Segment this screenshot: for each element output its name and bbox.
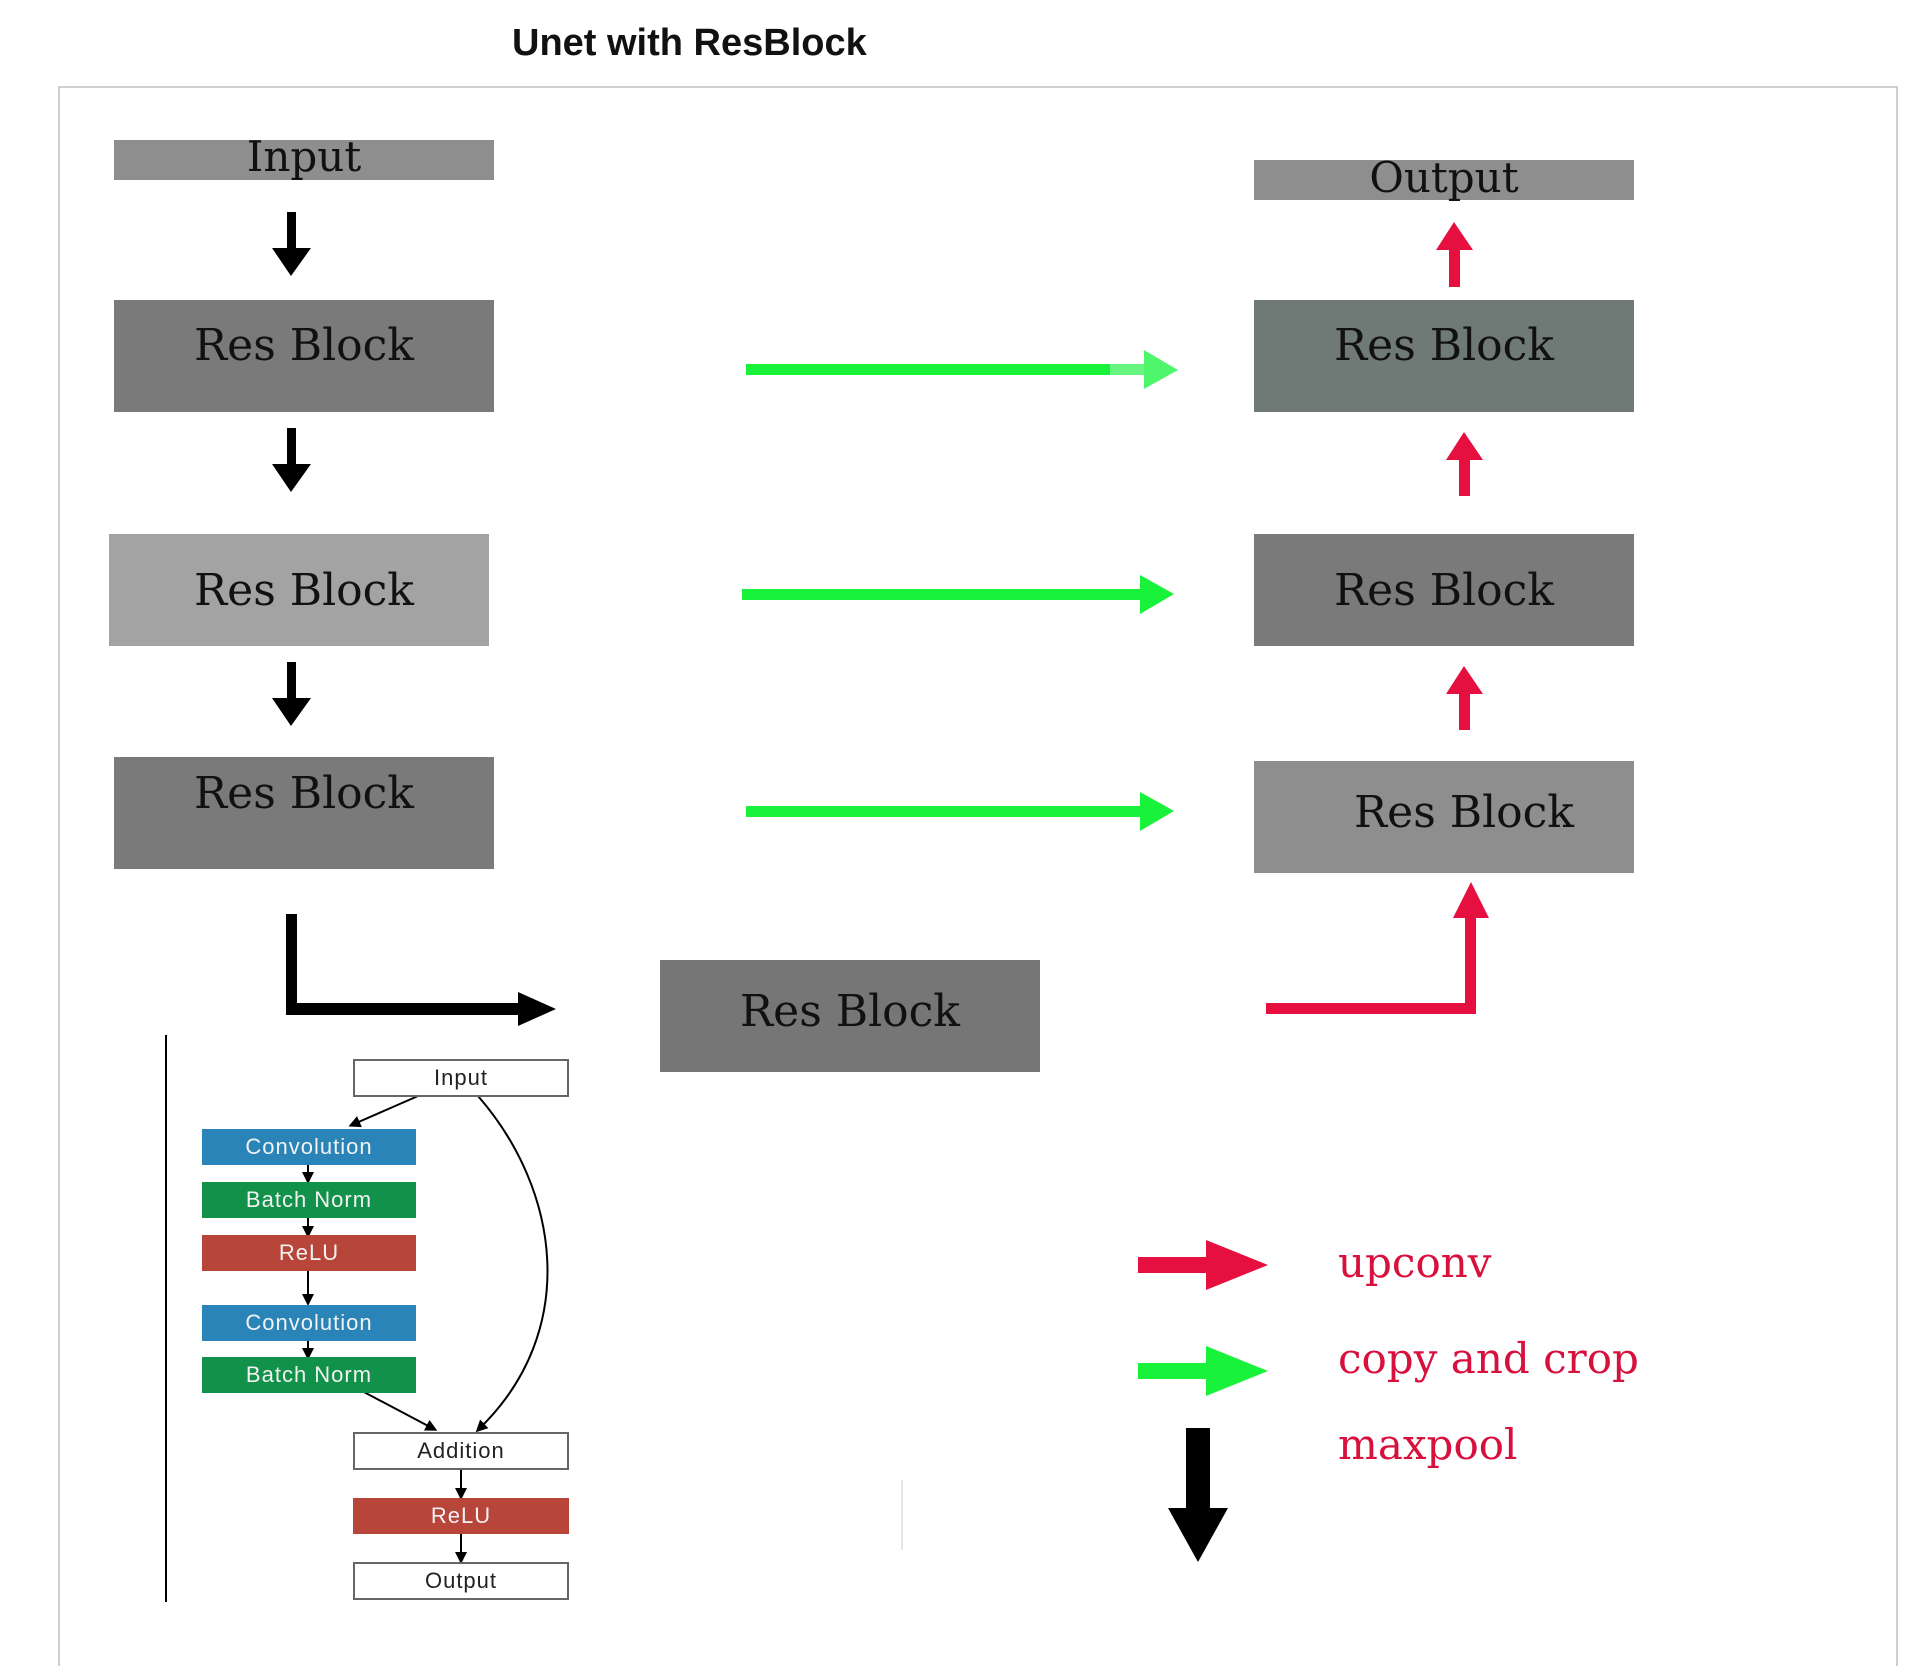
resblock-relu-2: ReLU [353, 1498, 569, 1534]
copy-crop-arrow-2 [742, 575, 1174, 614]
output-box: Output [1254, 153, 1634, 202]
diagram-frame [58, 86, 1898, 1666]
encoder-res-block-2: Res Block [109, 534, 489, 646]
legend-maxpool-label: maxpool [1338, 1420, 1518, 1469]
encoder-res-block-2-label: Res Block [194, 564, 414, 616]
bottleneck-res-block-label: Res Block [740, 985, 960, 1037]
resblock-convolution-1-label: Convolution [245, 1134, 373, 1159]
decoder-res-block-1-label: Res Block [1334, 319, 1554, 371]
resblock-batchnorm-1-label: Batch Norm [245, 1187, 373, 1212]
upconv-arrow-3 [1446, 666, 1483, 730]
decoder-res-block-3: Res Block [1254, 761, 1634, 873]
legend-maxpool-arrow [1168, 1428, 1228, 1562]
resblock-relu-1-label: ReLU [278, 1240, 340, 1265]
legend-upconv-arrow [1138, 1240, 1268, 1290]
output-label: Output [1369, 153, 1519, 202]
diagram-title: Unet with ResBlock [512, 22, 867, 64]
legend-copy-crop-label: copy and crop [1338, 1334, 1639, 1383]
input-label: Input [246, 132, 362, 181]
legend-copy-crop-arrow [1138, 1346, 1268, 1396]
resblock-convolution-2: Convolution [202, 1305, 416, 1341]
copy-crop-arrow-3 [746, 792, 1174, 831]
upconv-arrow-2 [1446, 432, 1483, 496]
decoder-res-block-3-label: Res Block [1354, 786, 1574, 838]
maxpool-arrow-3 [272, 662, 311, 726]
resblock-batchnorm-1: Batch Norm [202, 1182, 416, 1218]
resblock-input: Input [353, 1059, 569, 1097]
encoder-res-block-3-label: Res Block [194, 767, 414, 819]
upconv-arrow-output [1436, 222, 1473, 287]
resblock-batchnorm-2-label: Batch Norm [245, 1362, 373, 1387]
legend-upconv-label: upconv [1338, 1238, 1492, 1287]
copy-crop-arrow-1 [746, 350, 1178, 389]
resblock-relu-1: ReLU [202, 1235, 416, 1271]
upconv-elbow-arrow [1266, 882, 1489, 1014]
encoder-res-block-1-label: Res Block [194, 319, 414, 371]
resblock-batchnorm-2: Batch Norm [202, 1357, 416, 1393]
resblock-relu-2-label: ReLU [430, 1503, 492, 1528]
resblock-output: Output [353, 1562, 569, 1600]
resblock-addition-label: Addition [417, 1438, 505, 1463]
resblock-convolution-2-label: Convolution [245, 1310, 373, 1335]
resblock-addition: Addition [353, 1432, 569, 1470]
decoder-res-block-2: Res Block [1254, 534, 1634, 646]
resblock-output-label: Output [424, 1568, 498, 1593]
resblock-detail-lines [165, 1035, 903, 1602]
resblock-convolution-1: Convolution [202, 1129, 416, 1165]
maxpool-arrow-2 [272, 428, 311, 492]
encoder-res-block-1: Res Block [114, 300, 494, 412]
input-box: Input [114, 136, 494, 180]
bottleneck-res-block: Res Block [660, 960, 1040, 1072]
encoder-res-block-3: Res Block [114, 757, 494, 869]
decoder-res-block-1: Res Block [1254, 300, 1634, 412]
maxpool-arrow-1 [272, 212, 311, 276]
maxpool-elbow-arrow [286, 914, 556, 1026]
decoder-res-block-2-label: Res Block [1334, 564, 1554, 616]
resblock-input-label: Input [434, 1065, 488, 1090]
